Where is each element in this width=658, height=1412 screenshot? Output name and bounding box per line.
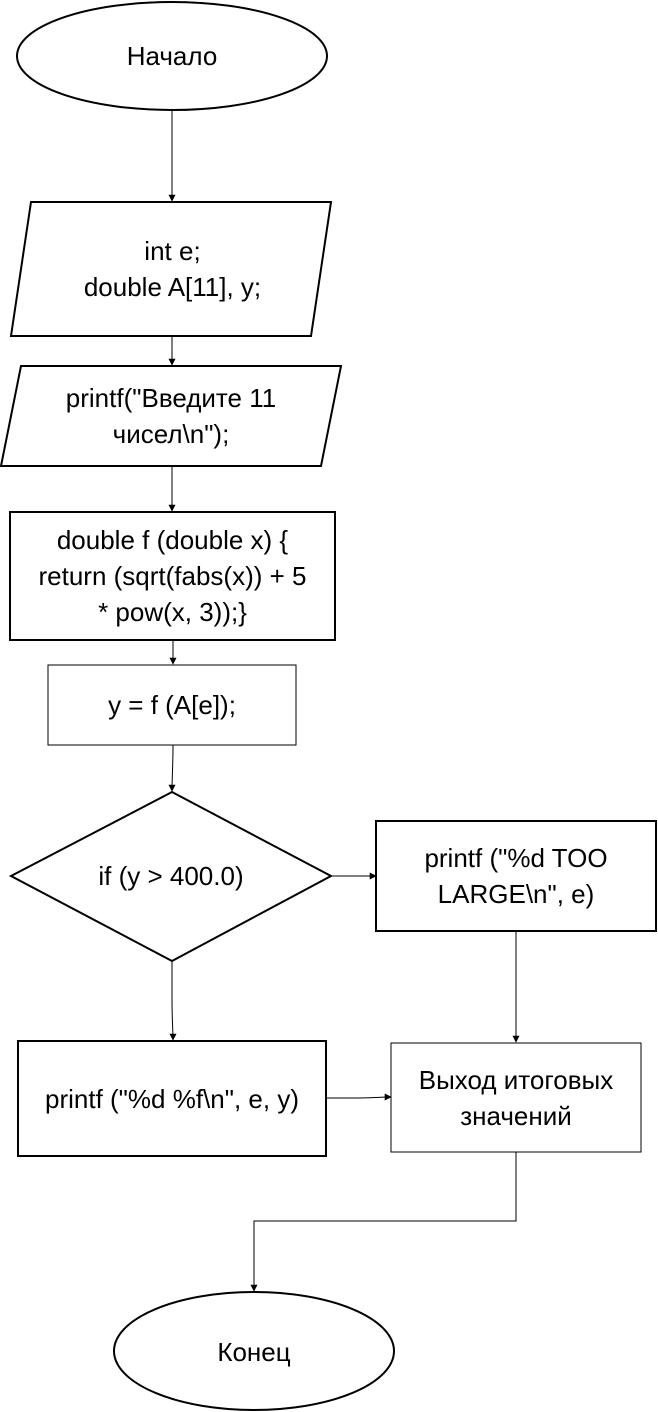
edge-output-to-end xyxy=(250,1152,517,1292)
node-declare-shape xyxy=(9,201,333,337)
output-label: Выход итоговых значений xyxy=(418,1064,614,1131)
node-condition-shape xyxy=(8,790,334,963)
start-label: Начало xyxy=(126,41,218,71)
input-prompt-label: printf("Введите 11 чисел\n"); xyxy=(65,383,277,449)
node-compute-shape xyxy=(47,664,297,746)
func-def-label: double f (double x) { return (sqrt(fabs(… xyxy=(38,525,307,627)
condition-label: if (y > 400.0) xyxy=(98,861,244,891)
node-start-shape xyxy=(16,1,328,111)
node-input-prompt-shape xyxy=(0,365,343,467)
node-too-large-shape xyxy=(375,820,657,932)
node-func-def-shape xyxy=(9,511,336,641)
end-label: Конец xyxy=(217,1336,291,1367)
edge-condition-to-print-value xyxy=(169,961,177,1041)
node-output-shape xyxy=(390,1042,642,1153)
node-end-shape xyxy=(113,1291,395,1411)
declare-label: int e; double A[11], y; xyxy=(83,236,262,302)
edge-print-value-to-output xyxy=(326,1093,392,1101)
node-print-value-shape xyxy=(17,1040,327,1157)
too-large-label: printf ("%d TOO LARGE\n", e) xyxy=(424,843,608,909)
print-value-label: printf ("%d %f\n", e, y) xyxy=(45,1083,299,1114)
edge-compute-to-condition xyxy=(168,744,176,792)
compute-label: y = f (A[e]); xyxy=(108,690,236,720)
